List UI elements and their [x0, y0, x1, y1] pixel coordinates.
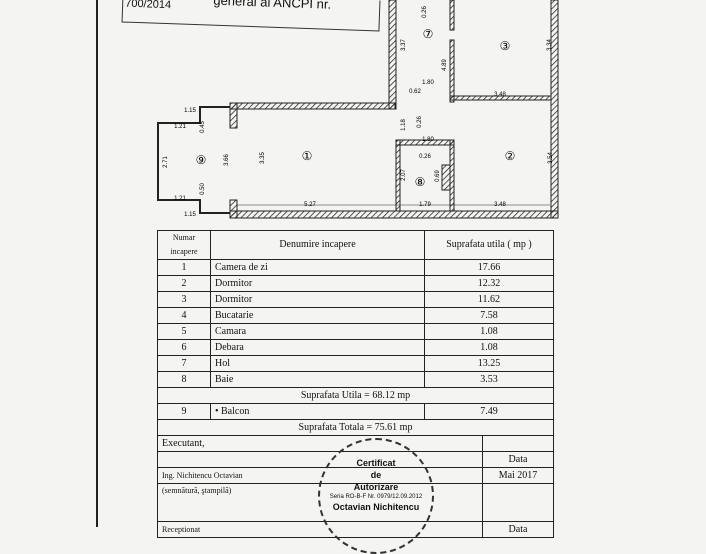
dim: 3.54 — [548, 152, 554, 164]
cell-area: 7.49 — [424, 403, 554, 420]
room-labels: ① ② ③ ⑦ ⑧ ⑨ — [196, 27, 516, 189]
dim: 3.48 — [494, 92, 506, 98]
dim: 0.26 — [419, 154, 431, 160]
table-header: Numar incapere Denumire incapere Suprafa… — [157, 230, 554, 260]
suprafata-totala: Suprafata Totala = 75.61 mp — [157, 419, 554, 436]
cell-area: 1.08 — [424, 339, 554, 356]
totala-row: Suprafata Totala = 75.61 mp — [157, 419, 554, 436]
walls — [229, 0, 559, 219]
certificate-seal: Certificat de Autorizare Seria RO-B-F Nr… — [318, 438, 434, 554]
room-9-label: ⑨ — [196, 153, 207, 167]
col-nr: Numar incapere — [157, 230, 211, 260]
cell-nr: 9 — [157, 403, 211, 420]
cell-name: • Balcon — [210, 403, 425, 420]
utila-row: Suprafata Utila = 68.12 mp — [157, 387, 554, 404]
seal-text: Certificat — [356, 458, 396, 468]
executant-label: Executant, — [157, 435, 483, 452]
dim: 3.34 — [547, 39, 553, 51]
cell-nr: 6 — [157, 339, 211, 356]
data-label: Data — [482, 451, 554, 468]
dim: 3.66 — [224, 154, 230, 166]
dim: 1.15 — [184, 212, 196, 218]
seal-text: Autorizare — [353, 482, 399, 492]
col-name: Denumire incapere — [210, 230, 425, 260]
room-8-label: ⑧ — [415, 175, 426, 189]
dim: 1.79 — [419, 202, 431, 208]
dim: 4.89 — [442, 59, 448, 71]
dim: 0.50 — [200, 183, 206, 195]
cell-name: Dormitor — [210, 291, 425, 308]
cell-name: Bucatarie — [210, 307, 425, 324]
col-area: Suprafata utila ( mp ) — [424, 230, 554, 260]
cell-name: Dormitor — [210, 275, 425, 292]
room-7-label: ⑦ — [423, 27, 434, 41]
dimension-labels: 5.27 1.79 3.48 3.48 1.80 1.80 0.62 1.15 … — [163, 6, 554, 218]
data-label-2: Data — [482, 521, 554, 538]
dim: 0.45 — [200, 121, 206, 133]
dim: 3.48 — [494, 202, 506, 208]
cell-area: 17.66 — [424, 259, 554, 276]
cell-area: 12.32 — [424, 275, 554, 292]
blank-cell — [482, 483, 554, 522]
cell-name: Camera de zi — [210, 259, 425, 276]
dim: 0.26 — [417, 116, 423, 128]
dim: 1.80 — [422, 80, 434, 86]
room-3-label: ③ — [500, 39, 511, 53]
cell-area: 3.53 — [424, 371, 554, 388]
cell-area: 13.25 — [424, 355, 554, 372]
cell-nr: 8 — [157, 371, 211, 388]
dim: 1.15 — [184, 108, 196, 114]
cell-area: 11.62 — [424, 291, 554, 308]
dim: 1.21 — [174, 196, 186, 202]
date-value: Mai 2017 — [482, 467, 554, 484]
dim: 0.62 — [409, 89, 421, 95]
cell-area: 7.58 — [424, 307, 554, 324]
dim: 3.37 — [401, 39, 407, 51]
cell-nr: 7 — [157, 355, 211, 372]
balcony — [157, 106, 230, 214]
floor-plan: ① ② ③ ⑦ ⑧ ⑨ 5.27 1.79 3.48 3.48 1.80 1.8… — [157, 0, 559, 219]
cell-name: Hol — [210, 355, 425, 372]
cell-area: 1.08 — [424, 323, 554, 340]
dim: 1.80 — [422, 137, 434, 143]
blank-cell — [482, 435, 554, 452]
cell-nr: 1 — [157, 259, 211, 276]
dim: 2.07 — [401, 169, 407, 181]
dim: 2.71 — [163, 156, 169, 168]
dim: 0.26 — [422, 6, 428, 18]
cell-nr: 3 — [157, 291, 211, 308]
cell-name: Camara — [210, 323, 425, 340]
cell-nr: 4 — [157, 307, 211, 324]
dim: 5.27 — [304, 202, 316, 208]
cell-name: Baie — [210, 371, 425, 388]
cell-nr: 2 — [157, 275, 211, 292]
room-2-label: ② — [505, 149, 516, 163]
cell-nr: 5 — [157, 323, 211, 340]
receptionat-label: Receptionat — [157, 521, 483, 538]
dim: 1.21 — [174, 124, 186, 130]
suprafata-utila: Suprafata Utila = 68.12 mp — [157, 387, 554, 404]
dim: 0.69 — [435, 170, 441, 182]
page-edge — [96, 0, 98, 527]
dim: 3.35 — [260, 152, 266, 164]
seal-text: de — [370, 470, 382, 480]
seal-text: Octavian Nichitencu — [332, 502, 420, 512]
room-1-label: ① — [302, 149, 313, 163]
seal-text: Seria RO-B-F Nr. 0979/12.09.2012 — [329, 494, 423, 500]
cell-name: Debara — [210, 339, 425, 356]
dim: 1.18 — [401, 119, 407, 131]
